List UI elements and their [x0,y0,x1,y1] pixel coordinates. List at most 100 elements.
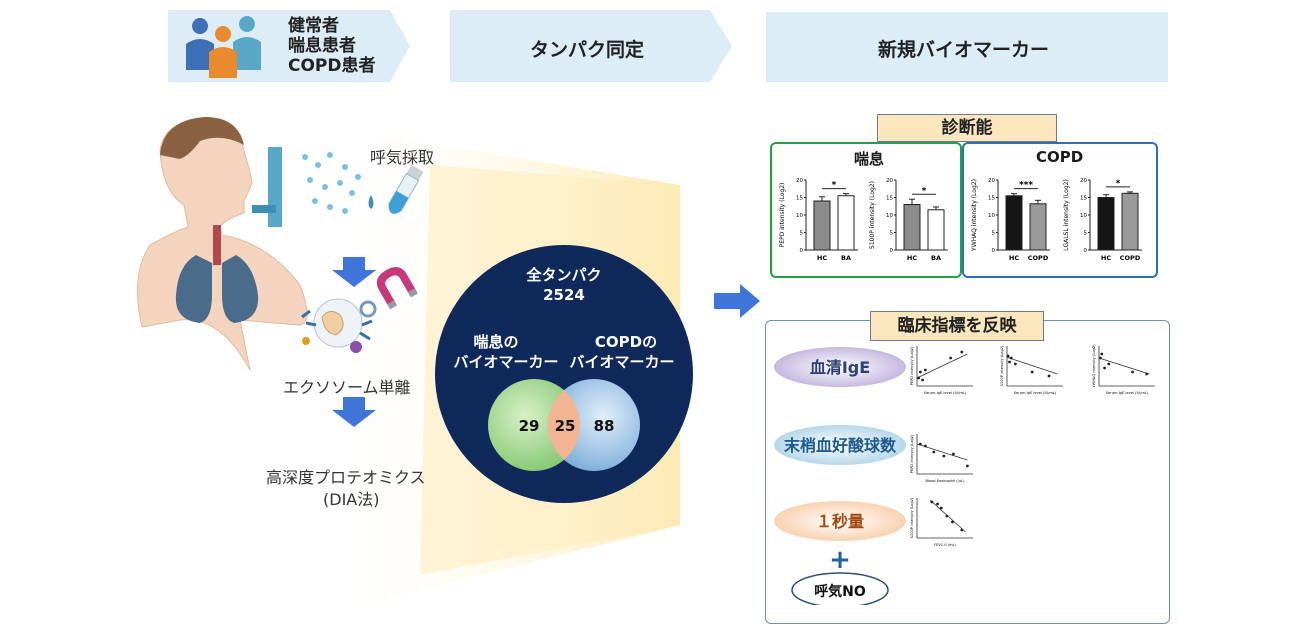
scatter-trendline [1006,356,1058,375]
scatter-point [924,368,927,372]
bar-y-tick-label: 5 [890,231,894,237]
venn-total-label: 全タンパク [525,266,601,284]
people-icon [186,16,261,78]
scatter-point [1099,356,1102,360]
eosinophil-pill [774,425,906,465]
feno-label: 呼気NO [814,583,866,600]
diagnostic-title: 診断能 [877,114,1057,142]
significance-label: * [922,186,927,196]
bar-ba [837,195,855,251]
bar-ylabel: PEPD intensity (Log2) [779,183,786,248]
exosome-label: エクソソーム単離 [283,378,411,397]
bar-category-label: HC [817,254,827,262]
scatter-point [945,514,949,518]
bar-category-label: COPD [1120,254,1141,262]
scatter-point [960,350,964,354]
bar-y-tick-label: 5 [992,231,996,237]
copd-only-count: 88 [594,417,615,435]
scatter-plots: Serum IgE level (IU/mL)PEPD intensity (L… [910,344,1155,547]
legend-asthma: 喘息患者 [288,36,356,56]
copd-set-label: COPDの [595,333,657,351]
scatter-point [939,506,943,510]
asthma-panel-title: 喘息 [854,150,885,168]
bar-category-label: BA [931,254,941,262]
chevron-step2 [450,10,732,82]
down-arrow-icon [332,397,376,427]
bar-y-tick-label: 0 [890,248,894,254]
copd-panel-title: COPD [1036,148,1084,166]
significance-label: * [832,181,837,191]
bar-y-tick-label: 0 [1084,248,1088,254]
scatter-point [1047,374,1051,378]
bar-category-label: COPD [1028,254,1049,262]
scatter-point [924,444,927,448]
chevron-step3 [766,12,1168,82]
scatter-ylabel: YWHAQ intensity (Log2) [1092,344,1096,388]
bar-y-tick-label: 20 [886,178,893,184]
feno-pill [791,572,889,605]
bar-hc [813,200,831,251]
overlap-region [548,379,580,471]
bar-category-label: BA [841,254,851,262]
bar-category-label: HC [1101,254,1111,262]
scatter-ylabel: S100P intensity (Log2) [910,497,914,538]
scatter-xlabel: Blood Eosinophil (/uL) [925,479,965,483]
scatter-point [918,370,922,374]
scatter-point [1103,366,1106,370]
bar-hc [1005,195,1023,251]
ige-label: 血清IgE [810,358,870,377]
bar-category-label: HC [907,254,917,262]
scatter-ylabel: S100P intensity (Log2) [1000,345,1004,386]
scatter-plot-4: FEV1.0 (mL)S100P intensity (Log2) [910,497,973,547]
venn-diagram: 全タンパク 2524 喘息の バイオマーカー COPDの バイオマーカー 29 … [435,245,693,503]
scatter-point [930,500,934,504]
legend-healthy: 健常者 [288,16,339,36]
scatter-point [942,454,946,458]
eosinophil-label: 末梢血好酸球数 [784,436,897,455]
scatter-plot-1: Serum IgE level (IU/mL) S100P intensity (… [1000,345,1063,395]
scatter-point [1009,356,1013,360]
exosome-icon [301,298,377,353]
significance-label: *** [1019,181,1033,191]
breath-collection-label: 呼気採取 [370,148,435,167]
bar-hc [1097,197,1115,251]
scatter-xlabel: Serum IgE level (IU/mL) [1014,391,1057,395]
scatter-point [921,378,924,382]
bar-hc [903,204,921,251]
asthma-set-label: バイオマーカー [453,353,558,371]
bar-y-tick-label: 0 [800,248,804,254]
sample-tube-icon [388,164,424,214]
copd-set-label: バイオマーカー [569,353,674,371]
scatter-xlabel: Serum IgE level (IU/mL) [924,391,967,395]
scatter-point [966,464,969,468]
bar-y-tick-label: 15 [796,196,803,202]
bar-y-tick-label: 5 [800,231,804,237]
scatter-trendline [1098,357,1150,375]
scatter-point [918,442,922,446]
bar-y-tick-label: 10 [1080,213,1087,219]
down-arrow-icon [332,257,376,287]
bar-y-tick-label: 0 [992,248,996,254]
venn-total-count: 2524 [543,286,585,304]
bar-y-tick-label: 20 [1080,178,1087,184]
bar-ba [927,209,945,251]
group-legend: 健常者 喘息患者 COPD患者 [288,16,376,76]
scatter-point [1131,370,1134,374]
scatter-plot-0: Serum IgE level (IU/mL)PEPD intensity (L… [910,346,973,395]
human-figure-icon [137,117,308,371]
plus-sign: + [829,545,851,575]
scatter-point [932,450,936,454]
proteomics-label-line2: (DIA法) [323,490,380,509]
header-chevrons [168,10,1168,82]
scatter-point [1107,362,1111,366]
scatter-point [1008,360,1011,364]
scatter-point [952,452,955,456]
overlap-count: 25 [555,417,576,435]
scatter-point [936,502,939,506]
bar-ylabel: YWHAQ intensity (Log2) [971,179,978,252]
breath-tube-icon [252,147,282,227]
